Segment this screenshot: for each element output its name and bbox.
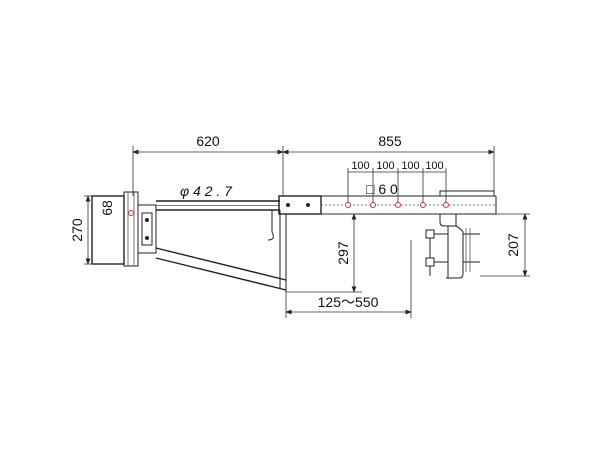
dim-68-label: 68 xyxy=(99,200,115,216)
pitch-label-1: 100 xyxy=(351,160,369,172)
dim-wall-plate-width: 68 xyxy=(99,200,115,216)
dim-wall-plate-height: 270 xyxy=(69,195,92,265)
dim-clamp-height: 207 xyxy=(480,213,530,277)
pipe-arm xyxy=(156,200,280,211)
dim-beam-length: 855 xyxy=(282,133,495,196)
dim-620-label: 620 xyxy=(196,133,220,149)
pitch-label-2: 100 xyxy=(376,160,394,172)
dim-hole-pitch: 100 100 100 100 xyxy=(347,160,447,203)
pitch-label-3: 100 xyxy=(401,160,419,172)
dim-207-label: 207 xyxy=(505,233,521,257)
dim-adjust-range: 125～550 xyxy=(285,240,412,318)
clamp-assembly xyxy=(425,214,480,279)
square-section-callout: □ 6 0 xyxy=(366,181,398,197)
dim-855-label: 855 xyxy=(378,133,402,149)
dim-arm-length: 620 xyxy=(132,133,284,196)
dim-270-label: 270 xyxy=(69,218,85,242)
wall-plate xyxy=(91,191,157,267)
dim-drop-height: 297 xyxy=(286,213,362,293)
square-section-label: □ 6 0 xyxy=(366,181,398,197)
dim-range-label: 125～550 xyxy=(318,294,379,310)
pipe-diameter-label: φ 4 2 . 7 xyxy=(180,183,233,199)
dim-297-label: 297 xyxy=(335,241,351,265)
pitch-label-4: 100 xyxy=(425,160,443,172)
pipe-diameter-callout: φ 4 2 . 7 xyxy=(180,183,233,199)
diagonal-strut xyxy=(155,210,287,292)
